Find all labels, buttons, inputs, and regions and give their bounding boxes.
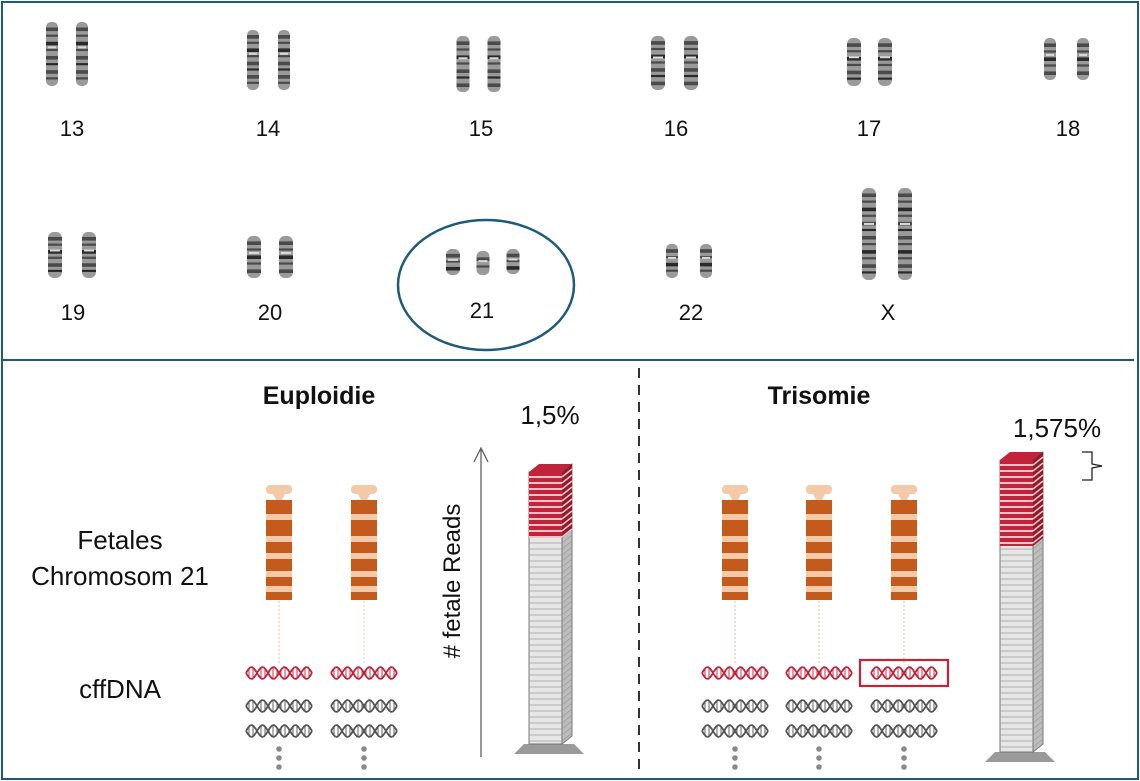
- chromosome-13-left: [46, 22, 58, 86]
- euploidie-percent: 1,5%: [520, 400, 580, 430]
- cffdna-label: cffDNA: [79, 674, 161, 704]
- euploidie-maternal-dna-1b: [245, 724, 313, 738]
- karyotype-label-13: 13: [59, 116, 85, 141]
- trisomie-maternal-dna-2b: [785, 724, 853, 738]
- euploidie-fetal-dna-2: [330, 666, 398, 680]
- chromosome-17-left: [847, 38, 861, 86]
- trisomie-maternal-dna-1a: [701, 699, 769, 713]
- karyotype-label-18: 18: [1055, 116, 1081, 141]
- chromosome-18-right: [1077, 38, 1089, 80]
- extra-fetal-dna-box: [858, 658, 950, 688]
- trisomie-reads-bar: [985, 450, 1055, 762]
- trisomie-maternal-dna-2a: [785, 699, 853, 713]
- karyotype-label-16: 16: [663, 116, 689, 141]
- euploidie-more-dots-1: [276, 746, 282, 770]
- karyotype-label-15: 15: [468, 116, 494, 141]
- chromosome-15-left: [456, 36, 470, 92]
- trisomie-chromosome-2: [806, 485, 832, 663]
- euploidie-more-dots-2: [361, 746, 367, 770]
- chromosome-21-b: [476, 251, 490, 275]
- fetal-chromosome-label-line1: Fetales: [77, 525, 163, 555]
- chromosome-19-left: [48, 232, 62, 278]
- trisomie-heading: Trisomie: [767, 382, 871, 410]
- fetal-chromosome-label-line2: Chromosom 21: [31, 561, 209, 591]
- chromosome-20-left: [247, 236, 261, 278]
- extra-reads-brace: [1082, 451, 1103, 481]
- chromosome-22-right: [700, 244, 712, 278]
- chromosome-14-right: [278, 30, 290, 90]
- chromosome-x-left: [862, 188, 876, 280]
- chromosome-20-right: [279, 236, 293, 278]
- euploidie-reads-bar-base: [514, 744, 584, 754]
- trisomie-fetal-dna-1: [701, 666, 769, 680]
- euploidie-maternal-dna-2a: [330, 699, 398, 713]
- euploidie-reads-bar-top: [529, 464, 572, 472]
- chromosome-18-left: [1044, 38, 1056, 80]
- fetal-chromosome-label: Fetales Chromosom 21: [10, 522, 230, 594]
- karyotype-label-22: 22: [678, 300, 704, 325]
- section-divider: [3, 359, 1134, 361]
- chromosome-19-right: [82, 232, 96, 278]
- trisomie-more-dots-1: [732, 746, 738, 770]
- chromosome-21-c: [506, 249, 520, 274]
- euploidie-reads-bar: [514, 462, 584, 754]
- trisomie-maternal-dna-1b: [701, 724, 769, 738]
- chromosome-16-left: [651, 36, 665, 90]
- chromosome-13-right: [76, 22, 88, 86]
- trisomie-chromosome-1: [722, 485, 748, 663]
- euploidie-chromosome-1: [266, 485, 292, 663]
- chromosome-21-highlight-circle: [396, 218, 576, 352]
- trisomie-fetal-dna-2: [785, 666, 853, 680]
- trisomie-more-dots-3: [901, 746, 907, 770]
- euploidie-maternal-dna-1a: [245, 699, 313, 713]
- euploidie-chromosome-2: [351, 485, 377, 663]
- trisomie-reads-bar-fetal-segment: [1000, 460, 1033, 546]
- trisomie-more-dots-2: [816, 746, 822, 770]
- karyotype-label-14: 14: [255, 116, 281, 141]
- reads-axis-arrowhead: [473, 446, 489, 463]
- euploidie-fetal-dna-1: [245, 666, 313, 680]
- chromosome-14-left: [247, 30, 259, 90]
- karyotype-label-20: 20: [257, 300, 283, 325]
- trisomie-maternal-dna-3b: [870, 724, 938, 738]
- chromosome-x-right: [898, 188, 912, 280]
- trisomie-chromosome-3: [891, 485, 917, 663]
- karyotype-label-x: X: [880, 300, 896, 325]
- trisomie-percent: 1,575%: [1012, 413, 1102, 443]
- karyotype-label-19: 19: [60, 300, 86, 325]
- karyotype-label-21: 21: [469, 298, 495, 323]
- trisomie-fetal-dna-3: [870, 666, 938, 680]
- trisomie-reads-bar-top: [1000, 452, 1043, 460]
- chromosome-17-right: [878, 38, 892, 86]
- euploidie-reads-bar-fetal-segment: [529, 472, 562, 538]
- chromosome-16-right: [684, 36, 698, 90]
- euploidie-heading: Euploidie: [262, 382, 376, 410]
- karyotype-label-17: 17: [856, 116, 882, 141]
- chromosome-22-left: [666, 244, 678, 278]
- trisomie-maternal-dna-3a: [870, 699, 938, 713]
- chromosome-21-a: [446, 249, 460, 275]
- chromosome-15-right: [487, 36, 501, 92]
- euploidie-maternal-dna-2b: [330, 724, 398, 738]
- trisomie-reads-bar-base: [985, 752, 1055, 762]
